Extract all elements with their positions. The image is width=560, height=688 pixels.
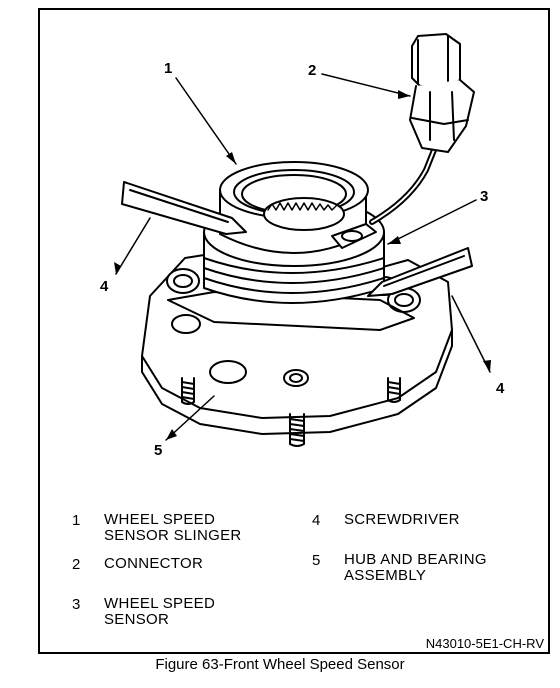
- callout-1: 1: [164, 60, 173, 77]
- wheel-stud: [387, 377, 401, 403]
- splined-bore: [263, 197, 345, 231]
- legend-num-1: 1: [72, 512, 81, 529]
- callout-4-right: 4: [496, 380, 505, 397]
- callout-4-left: 4: [100, 278, 109, 295]
- screwdriver-right: [367, 247, 473, 297]
- callout-3: 3: [480, 188, 489, 205]
- flange-hole: [283, 369, 309, 387]
- legend-num-4: 4: [312, 512, 321, 529]
- flange-hole: [166, 268, 200, 294]
- flange-hole: [209, 360, 247, 384]
- callout-5: 5: [154, 442, 163, 459]
- figure-caption: Figure 63-Front Wheel Speed Sensor: [155, 656, 405, 673]
- wheel-stud: [181, 377, 195, 405]
- legend-num-5: 5: [312, 552, 321, 569]
- sensor-harness: [369, 137, 441, 225]
- callout-2: 2: [308, 62, 317, 79]
- legend-num-3: 3: [72, 596, 81, 613]
- wheel-speed-sensor: [331, 223, 377, 249]
- legend-text-4: SCREWDRIVER: [344, 511, 460, 528]
- legend-text-5: HUB AND BEARING ASSEMBLY: [344, 551, 487, 584]
- leader-1: [175, 77, 237, 165]
- legend-text-2: CONNECTOR: [104, 555, 204, 572]
- leader-3: [387, 199, 477, 245]
- connector: [409, 33, 475, 153]
- leader-4a: [115, 217, 151, 275]
- figure-frame: [38, 8, 550, 654]
- legend-num-2: 2: [72, 556, 81, 573]
- leader-2: [321, 73, 411, 97]
- leader-4b: [451, 295, 491, 373]
- legend-text-1: WHEEL SPEED SENSOR SLINGER: [104, 511, 242, 544]
- legend-text-3: WHEEL SPEED SENSOR: [104, 595, 216, 628]
- screwdriver-left: [121, 181, 247, 235]
- leader-arrowheads: [114, 90, 491, 440]
- wheel-stud: [289, 413, 305, 447]
- flange-hole: [171, 314, 201, 334]
- figure-code: N43010-5E1-CH-RV: [425, 636, 544, 651]
